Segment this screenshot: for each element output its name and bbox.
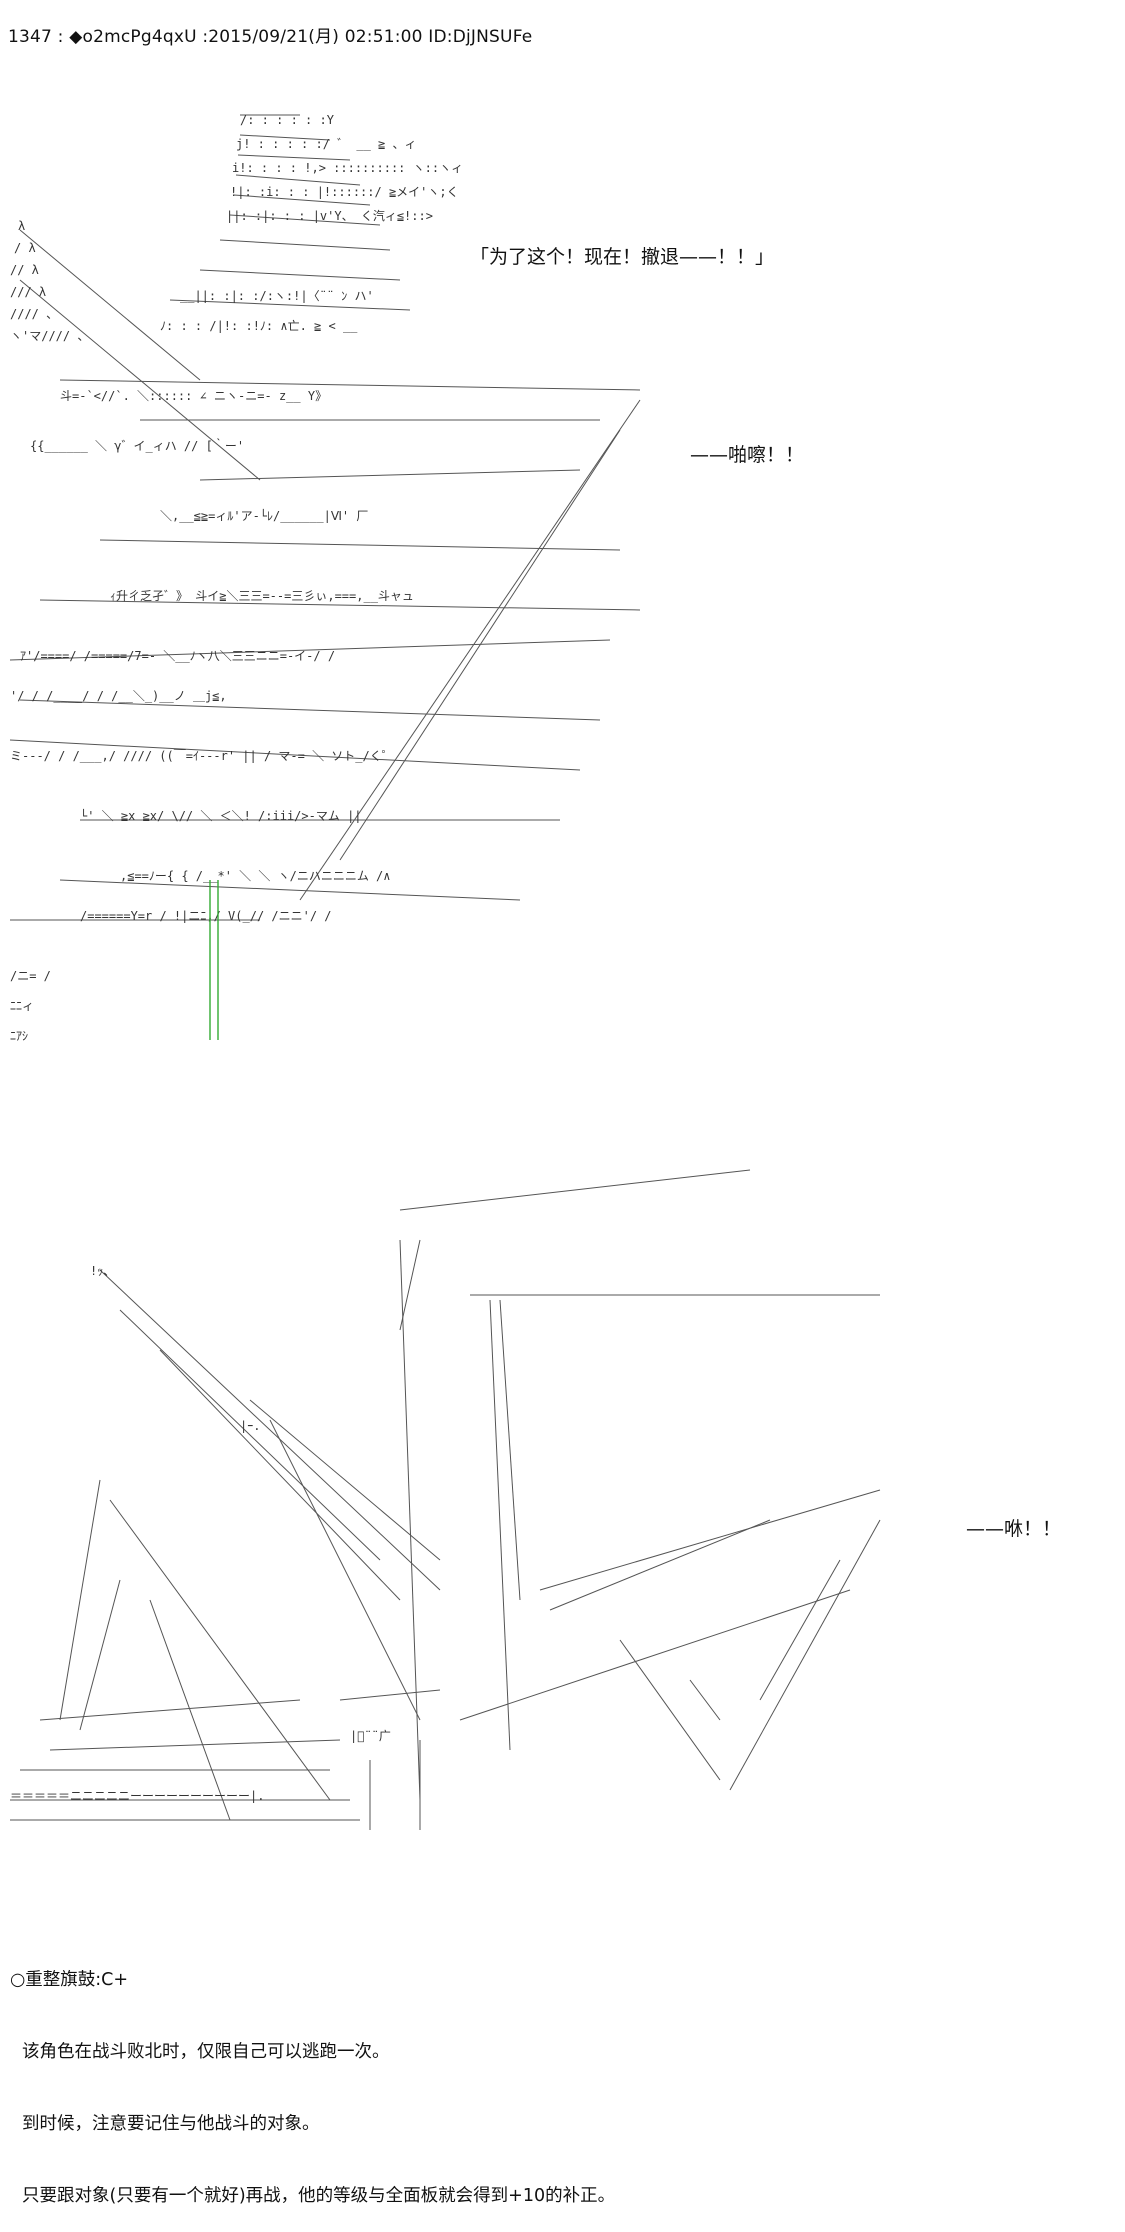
svg-text:// λ: // λ xyxy=(10,263,39,277)
svg-text:ﾆﾆィ: ﾆﾆィ xyxy=(10,999,34,1013)
ascii-art-illustration: /: : : : : :Y j! : : : : :/ ゛ __ ≧ 、ィ i!… xyxy=(9,113,881,1830)
svg-text:└' ＼ ≧x ≧x/ \// ＼ ＜＼! /:iii/: └' ＼ ≧x ≧x/ \// ＼ ＜＼! /:iii/>-マム || xyxy=(80,808,362,823)
skill-name: ○重整旗鼓:C+ xyxy=(10,1970,129,1990)
ascii-figure-bottom: !ｯ、 |ｰ. |ﾞ¨¨广 ＝＝＝＝＝ニニニニニーーーーーーーーーー|. xyxy=(10,1169,881,1830)
svg-text:j! : : : : :/ ゛ __ ≧ 、ィ: j! : : : : :/ ゛ __ ≧ 、ィ xyxy=(236,137,417,151)
svg-text:＝＝＝＝＝ニニニニニーーーーーーーーーー|.: ＝＝＝＝＝ニニニニニーーーーーーーーーー|. xyxy=(10,1789,264,1803)
svg-text:!|: :i: : : |!::::::/ ≧メイ'ヽ;く: !|: :i: : : |!::::::/ ≧メイ'ヽ;く xyxy=(230,185,459,199)
svg-text:ｱ'/====/ /=====/7=- ＼__ﾉヽ八＼三三ニ: ｱ'/====/ /=====/7=- ＼__ﾉヽ八＼三三ニニ=-イ-/ / xyxy=(20,649,335,663)
svg-text:ﾉ: : : /|!: :!ﾉ: ∧亡. ≧ < __: ﾉ: : : /|!: :!ﾉ: ∧亡. ≧ < __ xyxy=(160,319,358,333)
svg-text:!ｯ、: !ｯ、 xyxy=(90,1264,115,1278)
svg-text://// 、: //// 、 xyxy=(10,307,58,321)
svg-text:/ニ= /: /ニ= / xyxy=(10,969,51,983)
sound-effect-whoosh: ——咻！！ xyxy=(966,1518,1062,1540)
svg-text:|ﾞ¨¨广: |ﾞ¨¨广 xyxy=(350,1729,391,1743)
svg-text:ｨ升ㄔ乏孑゛》 斗イ≧＼三三=--=三彡ぃ,===,_: ｨ升ㄔ乏孑゛》 斗イ≧＼三三=--=三彡ぃ,===,__斗ャュ xyxy=(110,589,414,603)
skill-description: ○重整旗鼓:C+ 该角色在战斗败北时，仅限自己可以逃跑一次。 到时候，注意要记住… xyxy=(10,1920,615,2232)
svg-text:i!: : : : !,> :::::::::: ヽ::ヽィ: i!: : : : !,> :::::::::: ヽ::ヽィ xyxy=(232,161,463,175)
post-header: 1347 : ◆o2mcPg4qxU :2015/09/21(月) 02:51:… xyxy=(8,27,533,47)
svg-text:ミ---/ / /___,/ //// ((￣=ｲ---: ミ---/ / /___,/ //// ((￣=ｲ---r' || / マ-= … xyxy=(10,749,394,763)
svg-text:,≦==ﾉー{ { /__*' ＼ ＼ ヽ/ニハニ: ,≦==ﾉー{ { /__*' ＼ ＼ ヽ/ニハニニニム /∧ xyxy=(120,869,391,883)
svg-text:＼,__≦≧=ィﾙ'ア‐└ﾚ/______|Ⅵ' 厂: ＼,__≦≧=ィﾙ'ア‐└ﾚ/______|Ⅵ' 厂 xyxy=(160,508,368,523)
svg-text:/// λ: /// λ xyxy=(10,285,46,299)
svg-text:ヽ'マ//// 、: ヽ'マ//// 、 xyxy=(10,329,89,343)
svg-text:||: :|: : : |v'Y、 く汽ィ≦!::>: ||: :|: : : |v'Y、 く汽ィ≦!::> xyxy=(226,208,433,223)
skill-line-3: 只要跟对象(只要有一个就好)再战，他的等级与全面板就会得到+10的补正。 xyxy=(22,2186,616,2206)
sound-effect-crack: ——啪嚓！！ xyxy=(690,444,805,466)
svg-text:ﾆｱｼ: ﾆｱｼ xyxy=(10,1029,28,1043)
svg-text:__||: :|: :/:ヽ:!|〈¨¨ ﾝ ハ': __||: :|: :/:ヽ:!|〈¨¨ ﾝ ハ' xyxy=(180,289,374,303)
svg-text:{{______ ＼ γ゛イ_ィハ //: {{______ ＼ γ゛イ_ィハ // [｀ー' xyxy=(30,437,244,453)
svg-text:/======Y=r / !|ニﾆ,/ V(_// /: /======Y=r / !|ニﾆ,/ V(_// /ニニ'/ / xyxy=(80,909,332,923)
dialogue-quote: 「为了这个！现在！撤退——！！」 xyxy=(470,246,775,268)
svg-text:'/ / /____/ / /__＼_)__ノ: '/ / /____/ / /__＼_)__ノ ＿j≦, xyxy=(10,689,227,703)
skill-line-1: 该角色在战斗败北时，仅限自己可以逃跑一次。 xyxy=(22,2042,390,2062)
svg-text:/ λ: / λ xyxy=(14,241,36,255)
svg-text:/: : : : : :Y: /: : : : : :Y xyxy=(240,113,335,127)
svg-text:斗=-`<//`. ＼:::::: ∠ ニヽ-ニ=- z: 斗=-`<//`. ＼:::::: ∠ ニヽ-ニ=- z__ Y》 xyxy=(60,389,327,403)
svg-text:|ｰ.: |ｰ. xyxy=(240,1419,260,1433)
svg-text:λ: λ xyxy=(18,219,25,233)
skill-line-2: 到时候，注意要记住与他战斗的对象。 xyxy=(22,2114,320,2134)
ascii-figure-top: /: : : : : :Y j! : : : : :/ ゛ __ ≧ 、ィ i!… xyxy=(9,113,641,1043)
